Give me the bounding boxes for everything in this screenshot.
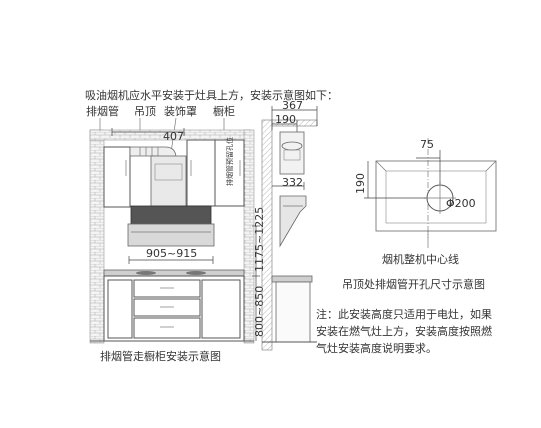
- installation-note: 注：此安装高度只适用于电灶，如果安装在燃气灶上方，安装高度按照燃气灶安装高度说明…: [316, 308, 492, 355]
- pipe-hole-note: 排烟管预留孔位: [225, 137, 234, 186]
- counter-top: [103, 269, 245, 277]
- hood-side-profile: [279, 195, 307, 248]
- upper-cabinet-right-b: [214, 139, 245, 207]
- dim-75: 75: [420, 138, 434, 151]
- dim-905-915: 905~915: [146, 247, 197, 260]
- side-wall: [261, 119, 273, 351]
- dim-190-hole: 190: [354, 173, 367, 194]
- label-ceiling: 吊顶: [134, 105, 156, 118]
- intro-text: 吸油烟机应水平安装于灶具上方，安装示意图如下：: [85, 88, 338, 102]
- dim-367: 367: [282, 99, 303, 112]
- label-exhaust-pipe: 排烟管: [86, 104, 119, 118]
- upper-cabinet-left: [103, 146, 131, 208]
- decor-cover: [150, 155, 187, 207]
- label-cabinet: 橱柜: [213, 104, 235, 118]
- front-view: 407 905~915 排烟管预留孔位 1175~1225 800~850 排烟…: [89, 117, 266, 363]
- dim-190-side: 190: [275, 113, 296, 126]
- label-decor-cover: 装饰罩: [164, 104, 197, 118]
- side-view: 367 190 332: [261, 99, 318, 351]
- dim-332: 332: [282, 176, 303, 189]
- dim-dia-200: Φ200: [446, 197, 476, 210]
- centerline-label: 烟机整机中心线: [382, 252, 459, 266]
- ceiling-hole-view: 75 190 Φ200 烟机整机中心线 吊顶处排烟管开孔尺寸示意图: [342, 138, 497, 291]
- right-caption: 吊顶处排烟管开孔尺寸示意图: [342, 277, 485, 291]
- right-brick-wall: [243, 129, 255, 344]
- left-caption: 排烟管走橱柜安装示意图: [100, 349, 221, 363]
- range-hood-body: [130, 205, 212, 227]
- dim-407: 407: [163, 130, 184, 143]
- base-cabinet: [103, 275, 245, 342]
- left-brick-wall: [89, 129, 105, 344]
